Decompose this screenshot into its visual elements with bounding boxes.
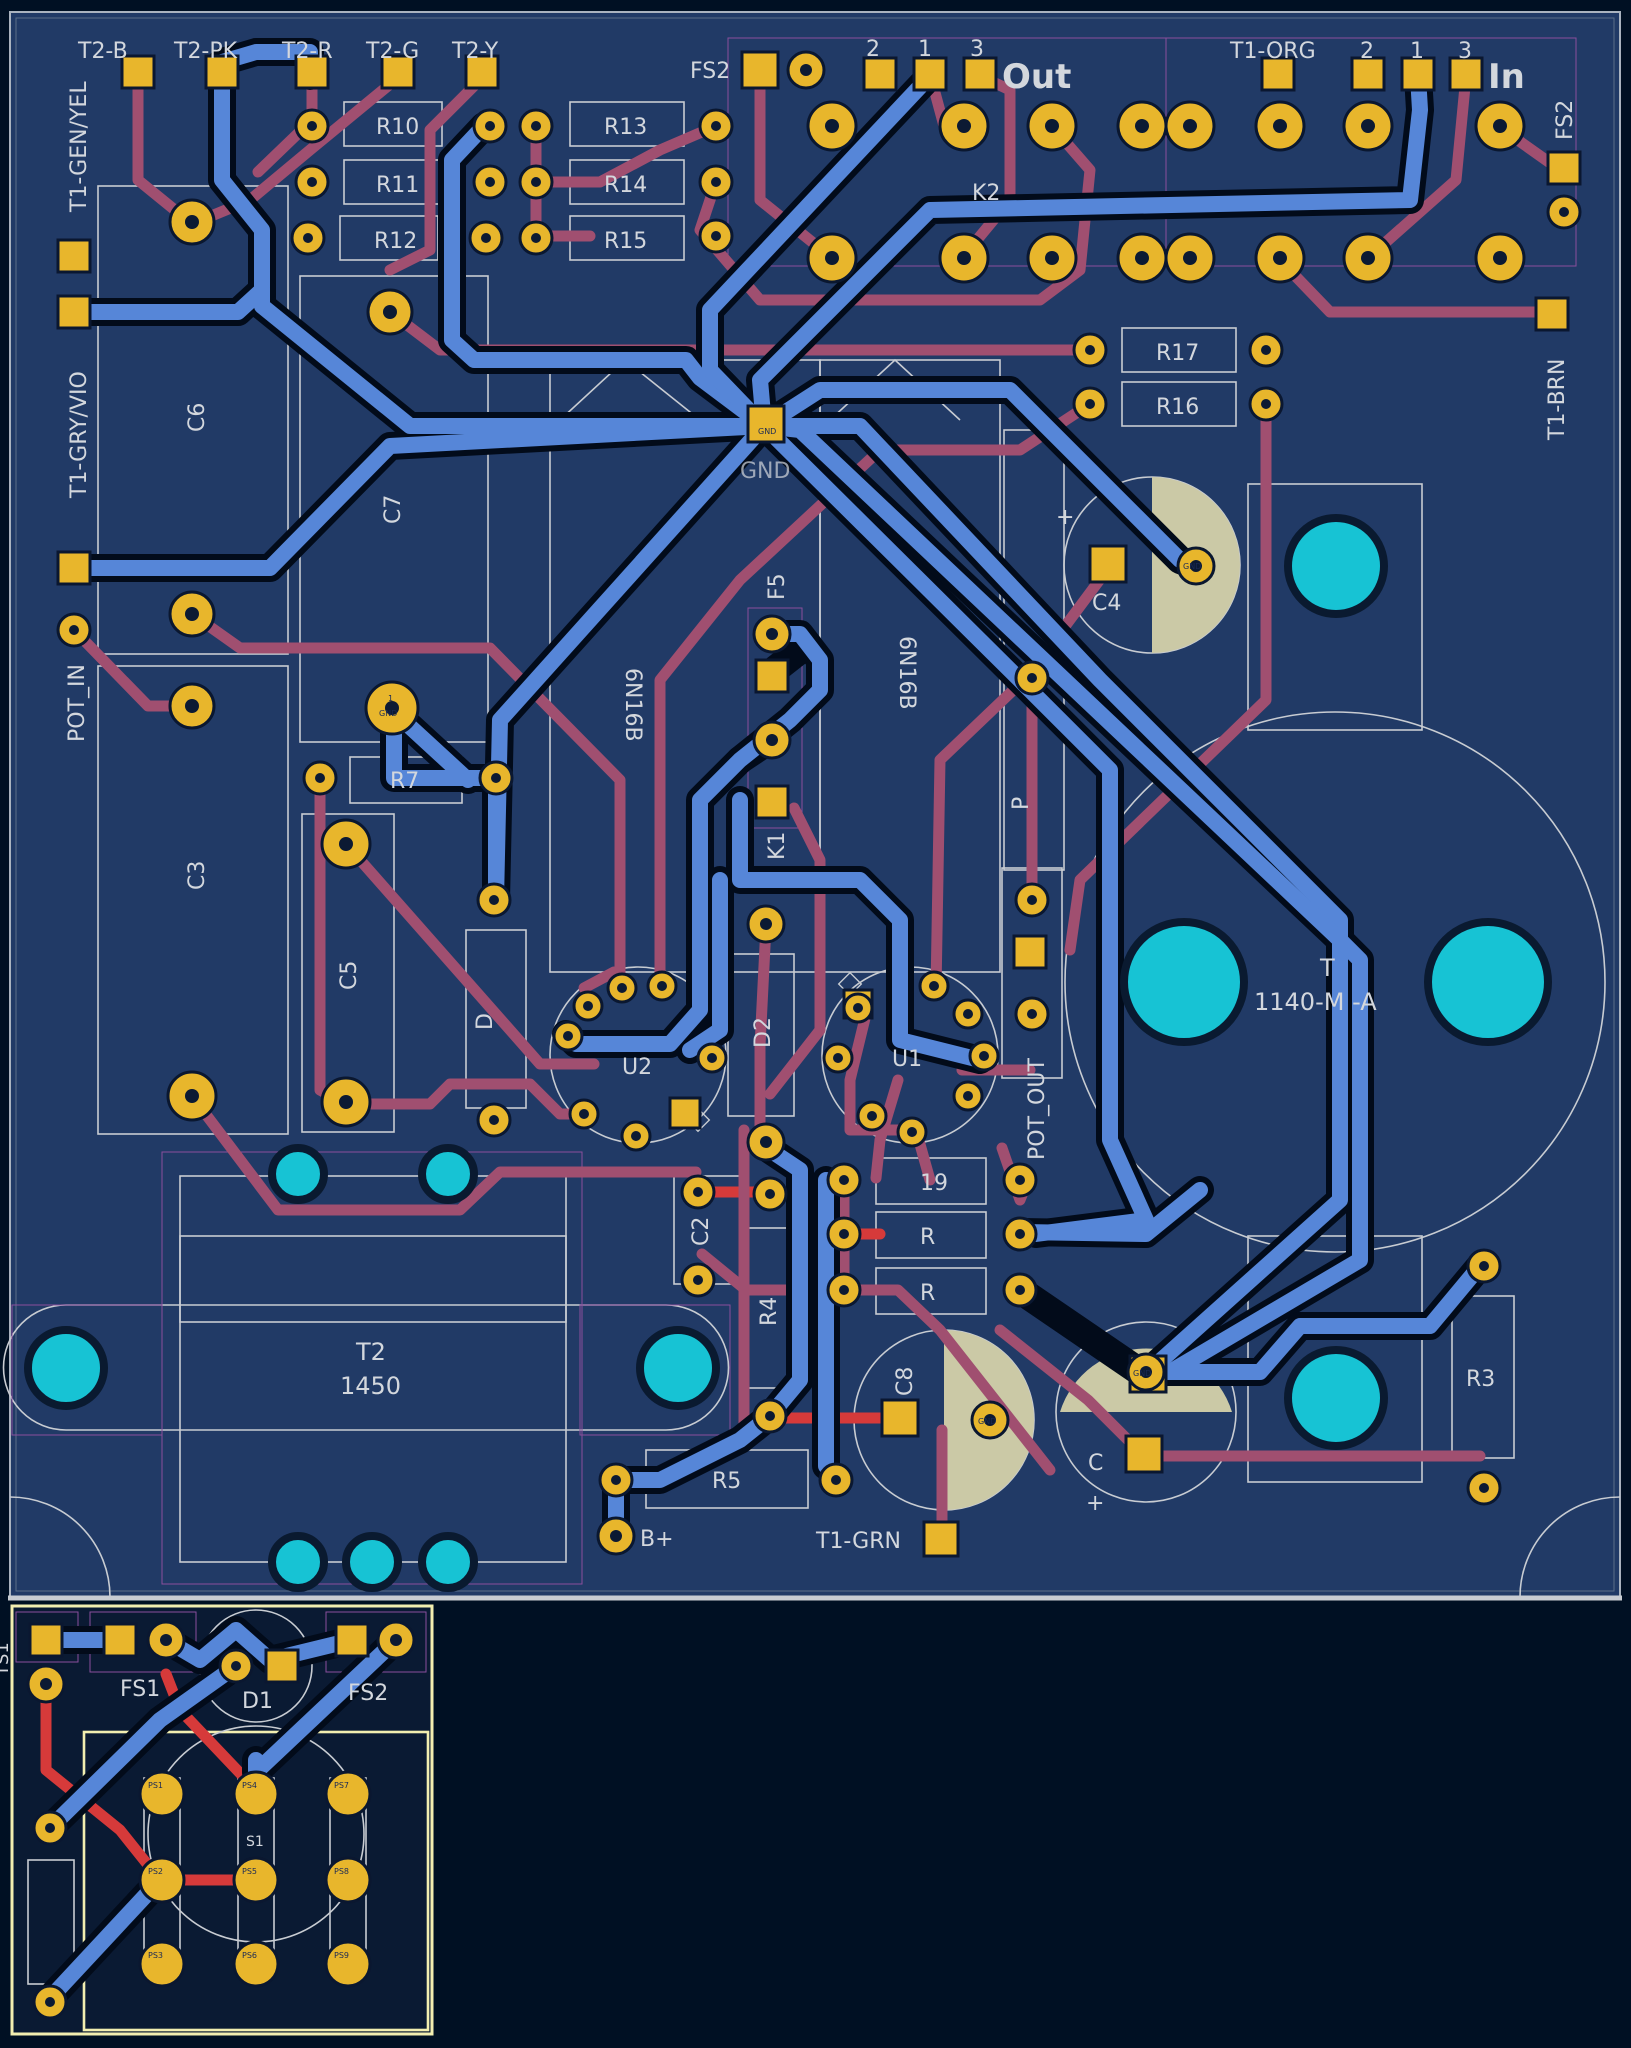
label-r14: R14 [604, 173, 647, 198]
label-t2-b: T2-B [77, 39, 128, 64]
label-k2: K2 [972, 181, 1000, 206]
label-c8: C8 [893, 1367, 918, 1396]
svg-text:+: + [1086, 1491, 1104, 1516]
label-t2-name: T2 [355, 1338, 386, 1366]
silkscreen-labels: T2-B T2-PK T2-R T2-G T2-Y FS2 2 1 3 Out … [65, 37, 1578, 1554]
pad-pin1-c7: 1 [388, 694, 393, 703]
label-r10: R10 [376, 115, 419, 140]
label-r7: R7 [390, 769, 419, 794]
pad-ps8: PS8 [334, 1867, 349, 1876]
label-k1: K1 [765, 832, 790, 860]
pad-ps6: PS6 [242, 1951, 257, 1960]
pad-ps4: PS4 [242, 1781, 257, 1790]
label-fs2-right: FS2 [1553, 100, 1578, 140]
relay-in-pin-2: 2 [1360, 39, 1374, 64]
relay-out-pin-1: 1 [918, 37, 932, 62]
label-tube-type-right: 6N16B [894, 636, 919, 710]
label-gnd-center: GND [740, 459, 790, 484]
label-t1-brn: T1-BRN [1545, 359, 1570, 441]
label-fs2-top: FS2 [690, 59, 730, 84]
label-c5: C5 [337, 961, 362, 990]
label-d2: D2 [751, 1017, 776, 1048]
label-tube-type-left: 6N16B [620, 668, 645, 742]
label-r11: R11 [376, 173, 419, 198]
label-t2-y: T2-Y [451, 39, 499, 64]
label-pot-out: POT_OUT [1025, 1058, 1050, 1160]
label-r12: R12 [374, 229, 417, 254]
label-pot-in: POT_IN [65, 664, 90, 742]
pad-ps5: PS5 [242, 1867, 257, 1876]
label-r-b: R [920, 1281, 935, 1306]
label-t1-name: T [1319, 954, 1335, 982]
label-p: P [1009, 797, 1034, 810]
label-c4: C4 [1092, 591, 1121, 616]
relay-out-pin-2: 2 [866, 37, 880, 62]
pad-gnd-label-c4: GND [1183, 562, 1201, 571]
label-r19: 19 [920, 1171, 948, 1196]
label-relay-in: In [1488, 57, 1525, 97]
mounting-holes [24, 514, 1552, 1592]
label-b-plus: B+ [640, 1527, 674, 1552]
pad-ps9: PS9 [334, 1951, 349, 1960]
label-r4: R4 [757, 1297, 782, 1326]
label-c3: C3 [185, 861, 210, 890]
label-t1-model: 1140-M -A [1254, 988, 1377, 1016]
relay-in-pin-3: 3 [1458, 39, 1472, 64]
svg-text:+: + [1056, 505, 1074, 530]
pad-gnd-label-c7: GND [379, 709, 397, 718]
label-t1-grn: T1-GRN [815, 1529, 901, 1554]
label-r16: R16 [1156, 395, 1199, 420]
label-c6: C6 [185, 403, 210, 432]
label-fs2-sub: FS2 [348, 1681, 388, 1706]
pad-gnd-label: GND [758, 427, 776, 436]
label-r3: R3 [1466, 1367, 1495, 1392]
label-t2-r: T2-R [281, 39, 333, 64]
sub-board[interactable]: PS1 PS4 PS7 PS2 PS5 PS8 PS3 PS6 PS9 FS1 … [0, 1604, 434, 2036]
pad-ps7: PS7 [334, 1781, 349, 1790]
label-c2: C2 [689, 1217, 714, 1246]
label-fs1: FS1 [120, 1677, 160, 1702]
pad-ps2: PS2 [148, 1867, 163, 1876]
label-relay-out: Out [1002, 57, 1071, 97]
label-t2-pk: T2-PK [173, 39, 238, 64]
label-r5: R5 [712, 1469, 741, 1494]
relay-in-pin-1: 1 [1410, 39, 1424, 64]
pad-ps3: PS3 [148, 1951, 163, 1960]
label-c7: C7 [381, 495, 406, 524]
label-r15: R15 [604, 229, 647, 254]
label-t1-org: T1-ORG [1229, 39, 1316, 64]
pad-gnd-label-c1: GND [1133, 1369, 1151, 1378]
label-ts1: TS1 [0, 1642, 13, 1677]
label-d1: D1 [242, 1689, 273, 1714]
label-c1: C [1088, 1451, 1103, 1476]
label-r17: R17 [1156, 341, 1199, 366]
label-t2-g: T2-G [365, 39, 419, 64]
pad-gnd-label-c8: GND [978, 1417, 996, 1426]
label-d: D [473, 1013, 498, 1030]
label-u2: U2 [622, 1055, 652, 1080]
pad-ps1: PS1 [148, 1781, 163, 1790]
label-t1-gry-vio: T1-GRY/VIO [67, 371, 92, 499]
relay-out-pin-3: 3 [970, 37, 984, 62]
label-r-a: R [920, 1225, 935, 1250]
label-s1: S1 [246, 1834, 264, 1850]
main-board[interactable]: + + [2, 11, 1622, 1601]
pads [56, 50, 1582, 1558]
label-f5: F5 [765, 573, 790, 600]
label-t1-gen-yel: T1-GEN/YEL [67, 81, 92, 213]
label-u1: U1 [892, 1047, 922, 1072]
switch-s1-pads: PS1 PS4 PS7 PS2 PS5 PS8 PS3 PS6 PS9 [138, 1770, 372, 1988]
label-r13: R13 [604, 115, 647, 140]
label-t2-model: 1450 [340, 1372, 401, 1400]
